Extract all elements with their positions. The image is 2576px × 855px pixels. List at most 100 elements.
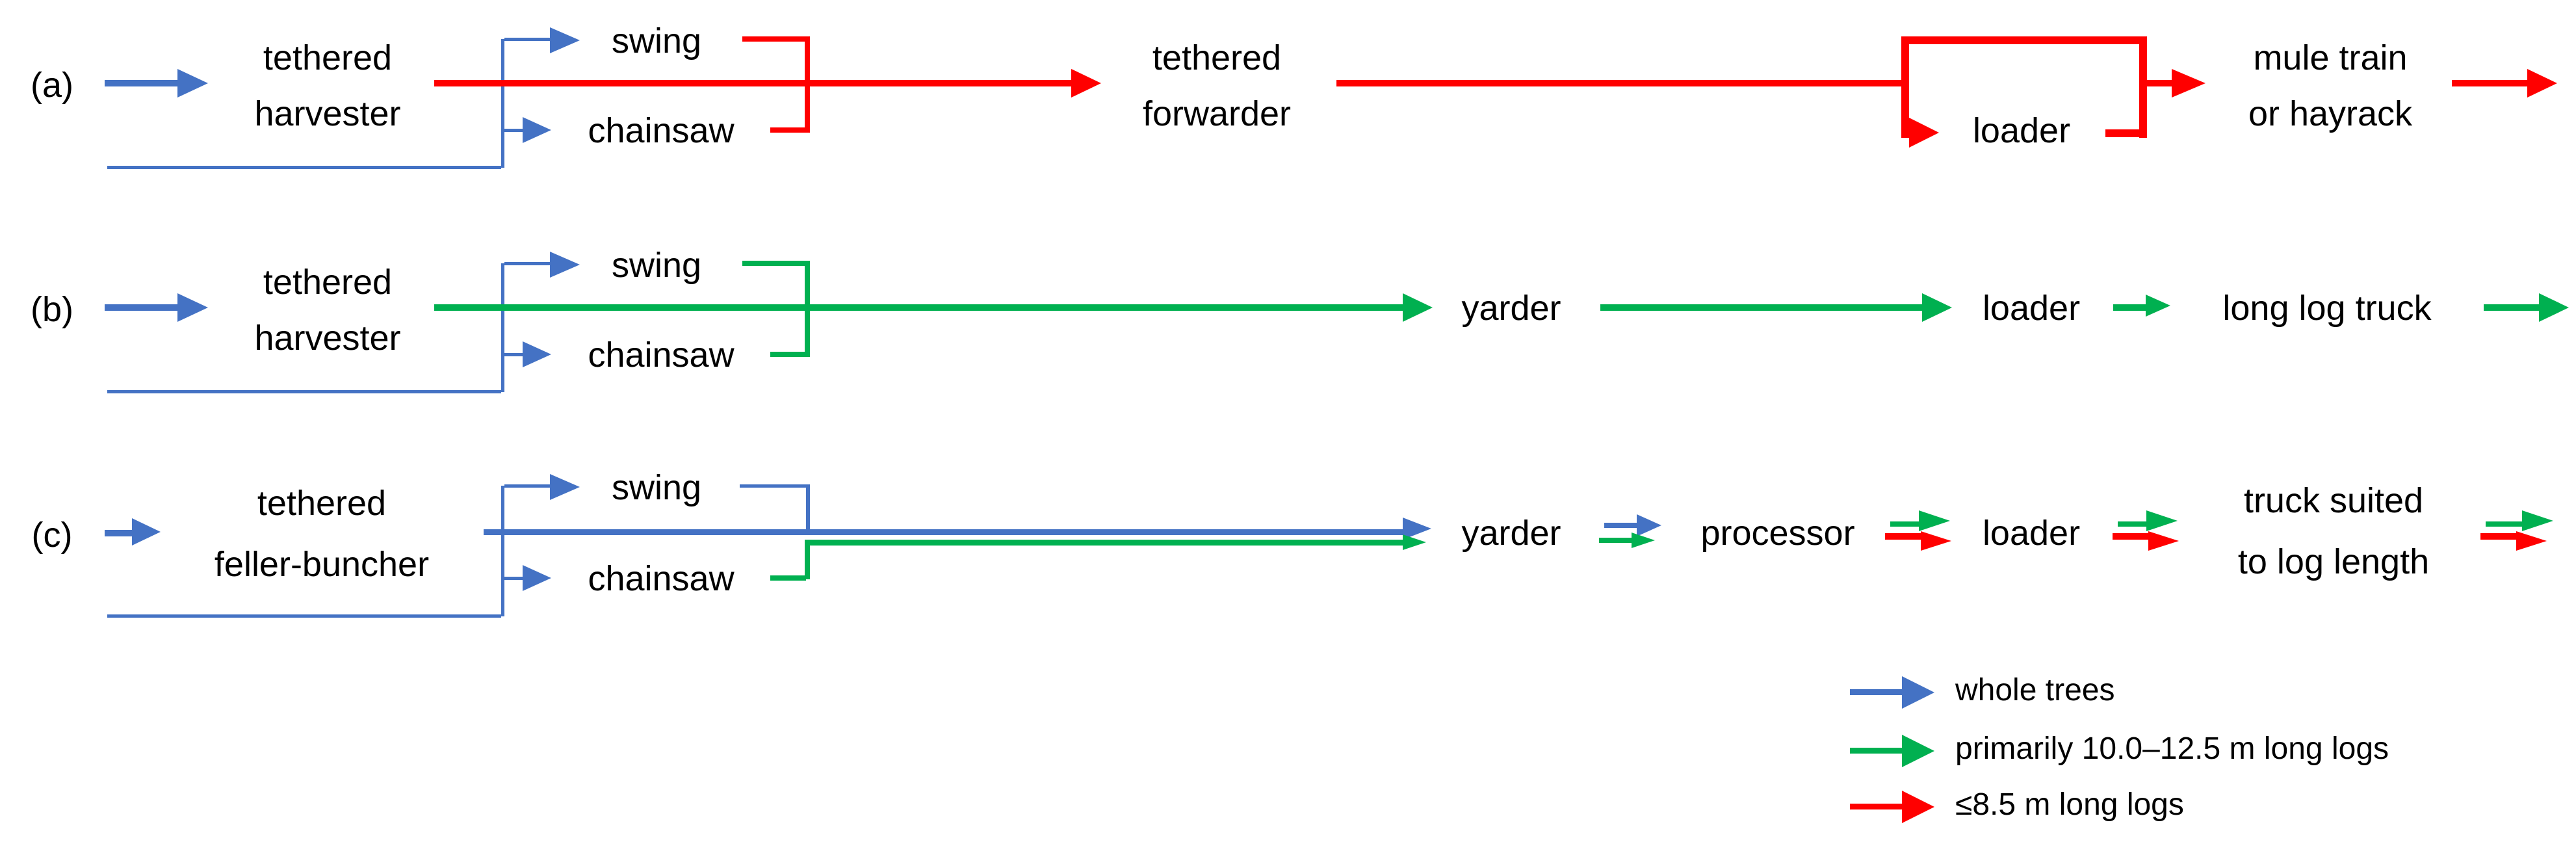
row-c-branch-vertical [501, 486, 504, 616]
row-c-label: (c) [31, 516, 73, 555]
row-b-mid-arrow-head [2146, 295, 2170, 317]
legend-short-logs-arrow-shaft [1850, 804, 1902, 809]
row-c-swing-label: swing [611, 468, 702, 507]
row-a-chainsaw-label: chainsaw [588, 111, 735, 150]
row-b-final-arrow-head [2539, 293, 2569, 322]
row-c-loader-truck-green-shaft [2118, 521, 2146, 527]
row-a-swing-arrow-shaft [504, 38, 550, 41]
row-b-loader-label: loader [1982, 289, 2081, 328]
row-a-input-arrow-head [177, 69, 208, 98]
row-a-bypass-left-vertical [1901, 36, 1909, 138]
row-c-flow-line-green [810, 540, 1403, 546]
row-c-yarder-processor-blue-shaft [1604, 523, 1637, 528]
row-a-feedback-line [107, 166, 501, 169]
row-b-machine-line2: harvester [254, 319, 401, 358]
row-a-final-arrow-shaft [2452, 80, 2527, 86]
row-c-yarder-processor-green-head [1632, 533, 1655, 548]
row-b-truck-label: long log truck [2222, 289, 2432, 328]
row-c-input-arrow-head [132, 518, 161, 546]
row-b-chainsaw-arrow-head [523, 341, 551, 367]
row-a-output-arrow-shaft [2147, 80, 2172, 86]
row-c-yarder-processor-green-shaft [1599, 538, 1632, 543]
row-a-dest-line2: or hayrack [2248, 94, 2413, 133]
row-a-input-arrow-shaft [105, 80, 177, 86]
row-a-chainsaw-arrow-shaft [504, 129, 523, 132]
row-c-machine-line1: tethered [257, 484, 387, 523]
row-a-dest-line1: mule train [2253, 38, 2408, 77]
row-c-loader-truck-green-head [2146, 510, 2178, 531]
row-b-swing-arrow-shaft [504, 262, 550, 265]
row-a-loader-arrow-head [1909, 118, 1939, 148]
row-b-bracket-chainsaw-dash [770, 352, 805, 357]
row-c-final-green-shaft [2486, 521, 2522, 527]
row-b-swing-label: swing [611, 246, 702, 285]
row-b-flow-line-1 [434, 304, 1403, 311]
row-c-loader-truck-red-shaft [2113, 533, 2148, 540]
row-c-loader-truck-red-head [2148, 531, 2179, 551]
row-c-processor-loader-red-head [1921, 531, 1951, 551]
row-b-flow-arrow-head-1 [1403, 293, 1433, 322]
row-b-bracket-swing-dash [742, 261, 807, 266]
row-c-processor-label: processor [1700, 514, 1855, 553]
row-a-bracket-swing-dash [742, 36, 807, 42]
row-a-swing-arrow-head [550, 27, 580, 53]
row-c-processor-loader-green-shaft [1890, 521, 1919, 527]
row-c-swing-arrow-shaft [504, 484, 550, 488]
legend-long-logs-arrow-shaft [1850, 748, 1902, 754]
row-c-chainsaw-connector-vertical [805, 540, 810, 579]
row-c-final-green-head [2522, 510, 2553, 531]
row-b-feedback-line [107, 390, 501, 393]
row-c-loader-label: loader [1982, 514, 2081, 553]
row-b-chainsaw-label: chainsaw [588, 335, 735, 375]
row-b-branch-vertical [501, 263, 504, 392]
row-a-bypass-right-vertical [2139, 36, 2147, 138]
row-c-truck-line2: to log length [2237, 542, 2430, 581]
legend-long-logs-arrow-head [1902, 735, 1934, 767]
row-a-flow-line-1 [434, 80, 1071, 86]
row-c-flow-line-blue [484, 529, 1403, 535]
legend-whole-trees-arrow-head [1902, 676, 1934, 709]
row-a-bracket-chainsaw-dash [770, 127, 805, 133]
legend-short-logs-label: ≤8.5 m long logs [1955, 787, 2184, 822]
row-a-swing-label: swing [611, 21, 702, 60]
row-a-branch-vertical [501, 39, 504, 168]
row-c-chainsaw-label: chainsaw [588, 559, 735, 598]
row-b-final-arrow-shaft [2484, 304, 2539, 311]
row-b-yarder-label: yarder [1461, 289, 1561, 328]
row-c-chainsaw-connector-dash [770, 575, 806, 581]
row-c-feedback-line [107, 614, 501, 618]
row-b-flow-arrow-head-2 [1922, 293, 1952, 322]
row-b-chainsaw-arrow-shaft [504, 353, 523, 356]
row-b-swing-arrow-head [550, 252, 580, 278]
row-a-flow-line-2 [1336, 80, 1904, 86]
row-c-swing-connector-vertical [806, 484, 810, 532]
legend-long-logs-label: primarily 10.0–12.5 m long logs [1955, 731, 2389, 766]
row-c-processor-loader-red-shaft [1885, 533, 1921, 540]
row-c-flow-arrow-head-green [1403, 534, 1426, 550]
row-c-final-red-shaft [2480, 533, 2516, 540]
row-a-loader-dash [2105, 129, 2139, 137]
row-c-final-red-head [2516, 531, 2547, 551]
row-c-swing-arrow-head [550, 474, 580, 500]
row-b-machine-line1: tethered [263, 263, 393, 302]
row-a-forwarder-line1: tethered [1152, 38, 1282, 77]
row-c-swing-connector-dash [740, 484, 806, 488]
row-a-forwarder-line2: forwarder [1142, 94, 1292, 133]
row-b-input-arrow-head [177, 293, 208, 322]
legend-whole-trees-label: whole trees [1955, 673, 2115, 707]
row-c-input-arrow-shaft [105, 530, 132, 536]
row-a-flow-arrow-head-1 [1071, 69, 1101, 98]
row-c-chainsaw-arrow-head [523, 565, 551, 591]
row-a-final-arrow-head [2527, 69, 2557, 98]
row-a-machine-line1: tethered [263, 38, 393, 77]
row-a-bypass-top-line [1901, 36, 2147, 44]
row-c-yarder-label: yarder [1461, 514, 1561, 553]
row-c-processor-loader-green-head [1919, 510, 1950, 531]
row-b-flow-line-2 [1600, 304, 1922, 311]
row-a-output-arrow-head [2172, 69, 2205, 98]
row-a-label: (a) [31, 66, 73, 105]
row-c-truck-line1: truck suited [2243, 481, 2424, 520]
row-a-loader-label: loader [1972, 111, 2071, 150]
row-a-machine-line2: harvester [254, 94, 401, 133]
row-a-chainsaw-arrow-head [523, 117, 551, 143]
